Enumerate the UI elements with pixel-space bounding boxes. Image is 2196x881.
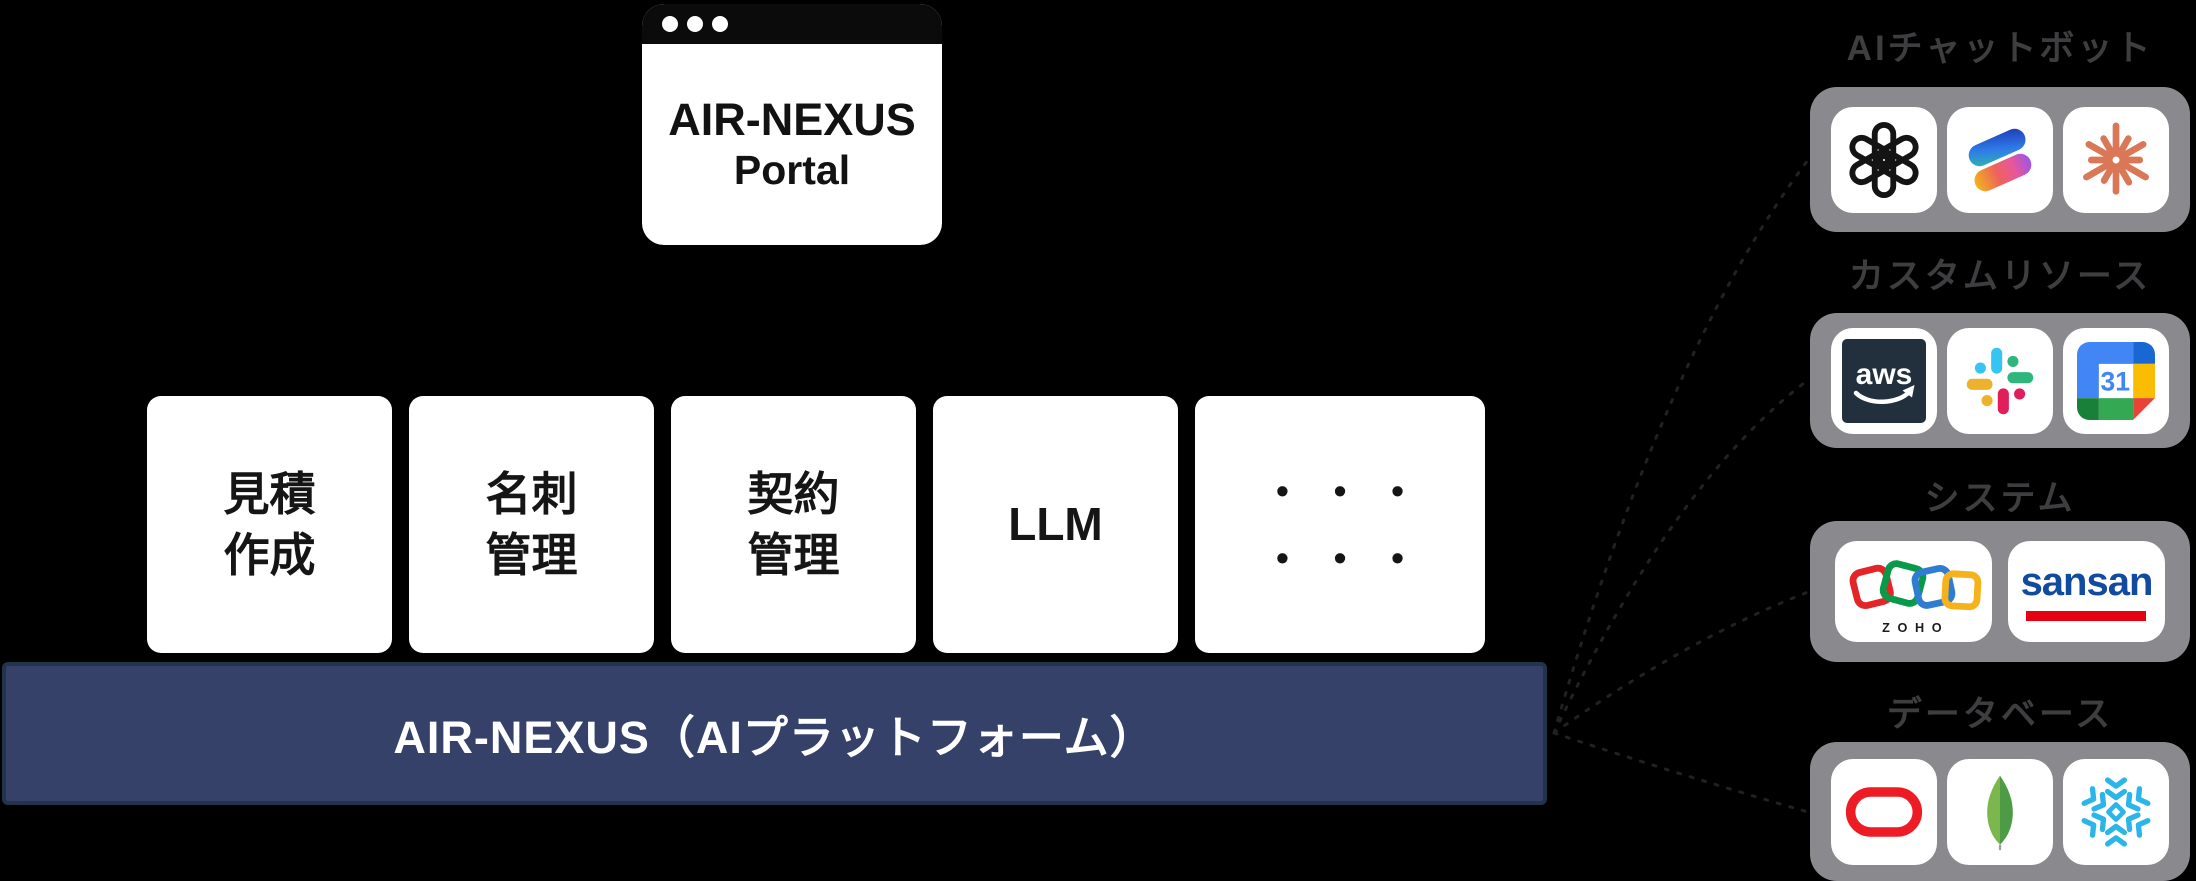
slack-icon	[1966, 347, 2034, 414]
claude-tile	[2063, 106, 2169, 213]
sansan-wordmark: sansan	[2020, 560, 2154, 604]
mongodb-tile	[1947, 758, 2053, 865]
group-label-custom-resources: カスタムリソース	[1848, 257, 2152, 296]
module-ellipsis: ••• •••	[1195, 396, 1485, 653]
google-calendar-icon: 31	[2077, 341, 2155, 420]
zoho-icon: ZOHO	[1849, 559, 1981, 634]
zoho-wordmark: ZOHO	[1882, 620, 1949, 634]
microsoft-copilot-icon	[1968, 128, 2032, 191]
group-databases	[1810, 742, 2190, 881]
group-label-systems: システム	[1924, 479, 2076, 518]
snowflake-icon	[2081, 776, 2151, 847]
sansan-tile: sansan	[2008, 541, 2165, 642]
portal-title-line1: AIR-NEXUS	[668, 94, 916, 146]
portal-title: AIR-NEXUS Portal	[642, 44, 942, 245]
connector-to-databases	[1552, 731, 1810, 814]
module-business-card-management: 名刺 管理	[409, 396, 654, 653]
group-label-databases: データベース	[1886, 695, 2114, 734]
slack-tile	[1947, 327, 2053, 434]
aws-tile: aws	[1831, 327, 1937, 434]
window-dot-icon	[712, 16, 728, 32]
module-row: 見積 作成 名刺 管理 契約 管理 LLM ••• •••	[147, 396, 1485, 653]
zoho-tile: ZOHO	[1835, 541, 1992, 642]
group-ai-chatbots	[1810, 87, 2190, 232]
connector-to-custom-resources	[1552, 378, 1810, 735]
portal-titlebar	[642, 4, 942, 44]
claude-icon	[2083, 121, 2149, 195]
openai-icon	[1849, 121, 1919, 198]
openai-tile	[1831, 106, 1937, 213]
connector-to-systems	[1552, 590, 1810, 735]
module-contract-management: 契約 管理	[671, 396, 916, 653]
microsoft-copilot-tile	[1947, 106, 2053, 213]
platform-label: AIR-NEXUS（AIプラットフォーム）	[393, 712, 1156, 763]
group-systems: ZOHO sansan	[1810, 521, 2190, 662]
group-label-ai-chatbots: AIチャットボット	[1846, 29, 2154, 68]
module-llm: LLM	[933, 396, 1178, 653]
module-quote-creation: 見積 作成	[147, 396, 392, 653]
portal-title-line2: Portal	[733, 146, 851, 193]
portal-window: AIR-NEXUS Portal	[642, 4, 942, 245]
aws-icon: aws	[1842, 338, 1926, 423]
mongodb-icon	[1987, 775, 2013, 850]
aws-wordmark: aws	[1856, 358, 1913, 391]
oracle-icon	[1845, 786, 1923, 837]
connector-to-chatbots	[1552, 158, 1810, 735]
snowflake-tile	[2063, 758, 2169, 865]
oracle-tile	[1831, 758, 1937, 865]
platform-bar: AIR-NEXUS（AIプラットフォーム）	[2, 662, 1547, 805]
group-custom-resources: aws	[1810, 313, 2190, 448]
window-dot-icon	[662, 16, 678, 32]
sansan-icon: sansan	[2021, 562, 2153, 621]
google-calendar-day: 31	[2100, 366, 2129, 396]
google-calendar-tile: 31	[2063, 327, 2169, 434]
sansan-underline	[2026, 611, 2147, 621]
window-dot-icon	[687, 16, 703, 32]
